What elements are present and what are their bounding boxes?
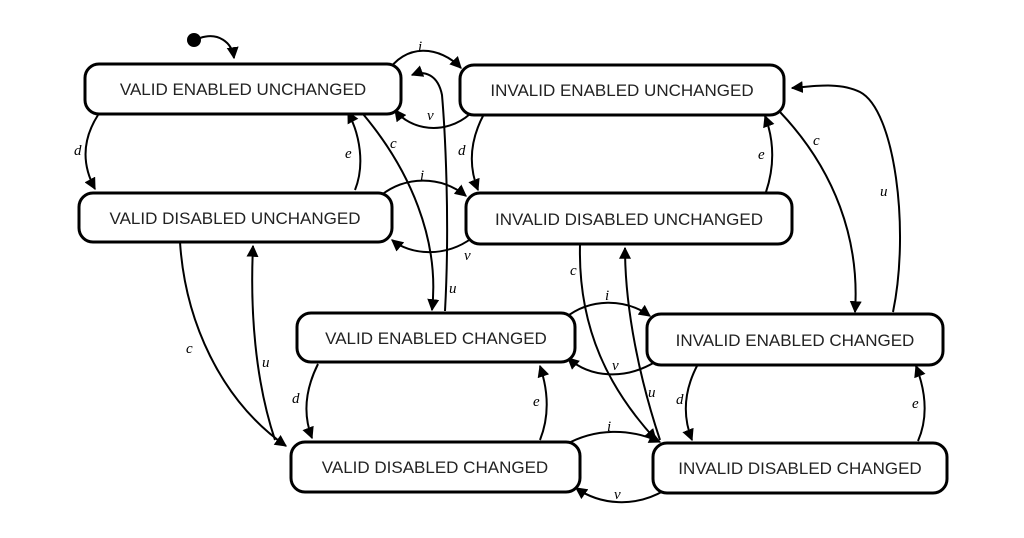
- edge-ieu-to-idu: [468, 113, 485, 192]
- edge-veu-to-vdu: [84, 114, 99, 191]
- edge-idu-to-ieu: [763, 114, 775, 193]
- state-label: INVALID ENABLED CHANGED: [676, 331, 915, 350]
- edge-vec-to-vdc: [302, 363, 319, 440]
- edge-label-idu-vdu: v: [464, 248, 471, 264]
- state-label: VALID DISABLED CHANGED: [322, 458, 548, 477]
- edge-label-idu-idc: c: [570, 263, 577, 279]
- state-valid-disabled-unchanged: VALID DISABLED UNCHANGED: [77, 191, 394, 244]
- edge-ieu-to-veu: [394, 109, 471, 129]
- edge-label-vec-vdc: d: [292, 391, 300, 407]
- edge-label-vdu-idu: i: [420, 168, 424, 184]
- state-label: INVALID DISABLED UNCHANGED: [495, 210, 763, 229]
- edge-ieu-to-iec: [779, 111, 862, 314]
- edge-label-ieu-veu: v: [427, 108, 434, 124]
- edge-label-veu-vec: c: [390, 136, 397, 152]
- edge-label-iec-vec: v: [612, 358, 619, 374]
- edge-label-iec-idc: d: [676, 392, 684, 408]
- state-label: VALID ENABLED UNCHANGED: [120, 80, 366, 99]
- initial-state-dot: [187, 33, 201, 47]
- edge-label-ieu-idu: d: [458, 143, 466, 159]
- edge-label-idu-ieu: e: [758, 147, 765, 163]
- edge-label-idc-iec: e: [912, 396, 919, 412]
- state-valid-enabled-changed: VALID ENABLED CHANGED: [295, 311, 577, 364]
- state-invalid-disabled-changed: INVALID DISABLED CHANGED: [651, 441, 949, 495]
- edge-label-idc-vdc: v: [614, 487, 621, 503]
- edge-idc-to-idu: [619, 246, 661, 441]
- state-label: VALID DISABLED UNCHANGED: [110, 209, 361, 228]
- edge-label-vdc-vdu: u: [262, 355, 270, 371]
- edge-veu-to-vec: [362, 113, 440, 312]
- edge-label-vdc-idc: i: [607, 419, 611, 435]
- edge-vdu-to-veu: [347, 110, 362, 191]
- edge-label-vec-iec: i: [605, 288, 609, 304]
- state-label: VALID ENABLED CHANGED: [325, 329, 547, 348]
- state-invalid-enabled-changed: INVALID ENABLED CHANGED: [645, 312, 945, 367]
- edge-idc-to-vdc: [575, 487, 666, 504]
- edge-label-veu-vdu: d: [74, 143, 82, 159]
- edge-iec-to-idc: [682, 363, 699, 442]
- state-label: INVALID DISABLED CHANGED: [678, 459, 921, 478]
- state-invalid-disabled-unchanged: INVALID DISABLED UNCHANGED: [464, 191, 794, 246]
- edge-label-iec-ieu: u: [880, 184, 888, 200]
- edge-label-idc-idu: u: [648, 385, 656, 401]
- edge-label-vdu-vdc: c: [186, 341, 193, 357]
- edge-vdc-to-vec: [537, 364, 550, 441]
- edge-label-vdc-vec: e: [533, 394, 540, 410]
- edge-iec-to-vec: [567, 357, 656, 376]
- edge-iec-to-ieu: [790, 81, 901, 313]
- edge-label-vec-veu: u: [449, 281, 457, 297]
- edge-vec-to-veu: [410, 65, 449, 312]
- edge-idc-to-iec: [914, 364, 926, 442]
- edge-vdu-to-vdc: [179, 241, 287, 447]
- edge-label-veu-ieu: i: [418, 39, 422, 55]
- edge-label-ieu-iec: c: [813, 133, 820, 149]
- edge-vdc-to-idc: [564, 430, 662, 446]
- edge-label-vdu-veu: e: [345, 146, 352, 162]
- edge-vdc-to-vdu: [246, 244, 276, 441]
- edge-vdu-to-idu: [379, 179, 467, 197]
- state-label: INVALID ENABLED UNCHANGED: [490, 81, 753, 100]
- edge-idu-to-vdu: [391, 237, 473, 254]
- edge-idu-to-idc: [578, 244, 657, 441]
- edge-vec-to-iec: [564, 301, 651, 319]
- initial-state-arrow: [199, 35, 239, 60]
- state-valid-disabled-changed: VALID DISABLED CHANGED: [289, 440, 582, 494]
- state-invalid-enabled-unchanged: INVALID ENABLED UNCHANGED: [458, 63, 786, 117]
- state-valid-enabled-unchanged: VALID ENABLED UNCHANGED: [83, 62, 403, 116]
